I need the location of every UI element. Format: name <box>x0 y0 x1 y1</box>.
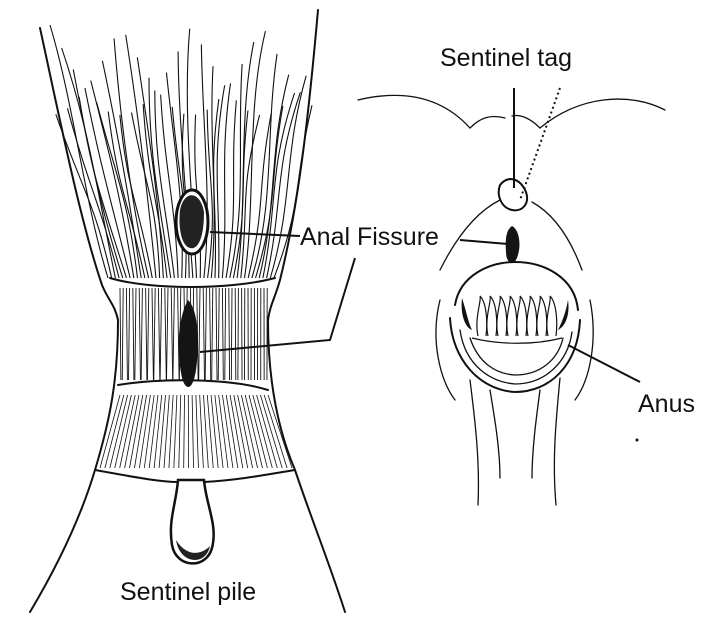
leader-anus <box>568 345 640 382</box>
label-anus: Anus <box>638 390 695 418</box>
leader-anal-fissure-right <box>460 240 508 244</box>
anal-canal-illustration <box>30 10 345 612</box>
stray-dot <box>636 439 639 442</box>
label-sentinel-tag: Sentinel tag <box>440 44 572 72</box>
external-anus-illustration <box>358 95 665 505</box>
anal-rosette <box>472 296 562 343</box>
leader-sentinel-tag-dotted <box>520 88 560 200</box>
fissure-ulcer <box>179 300 198 387</box>
label-sentinel-pile: Sentinel pile <box>120 578 256 606</box>
anoderm-hatching <box>100 395 292 468</box>
leader-anal-fissure-papilla <box>210 232 300 236</box>
label-anal-fissure: Anal Fissure <box>300 223 439 251</box>
right-fissure <box>506 226 520 263</box>
sentinel-tag-shape <box>499 179 527 210</box>
